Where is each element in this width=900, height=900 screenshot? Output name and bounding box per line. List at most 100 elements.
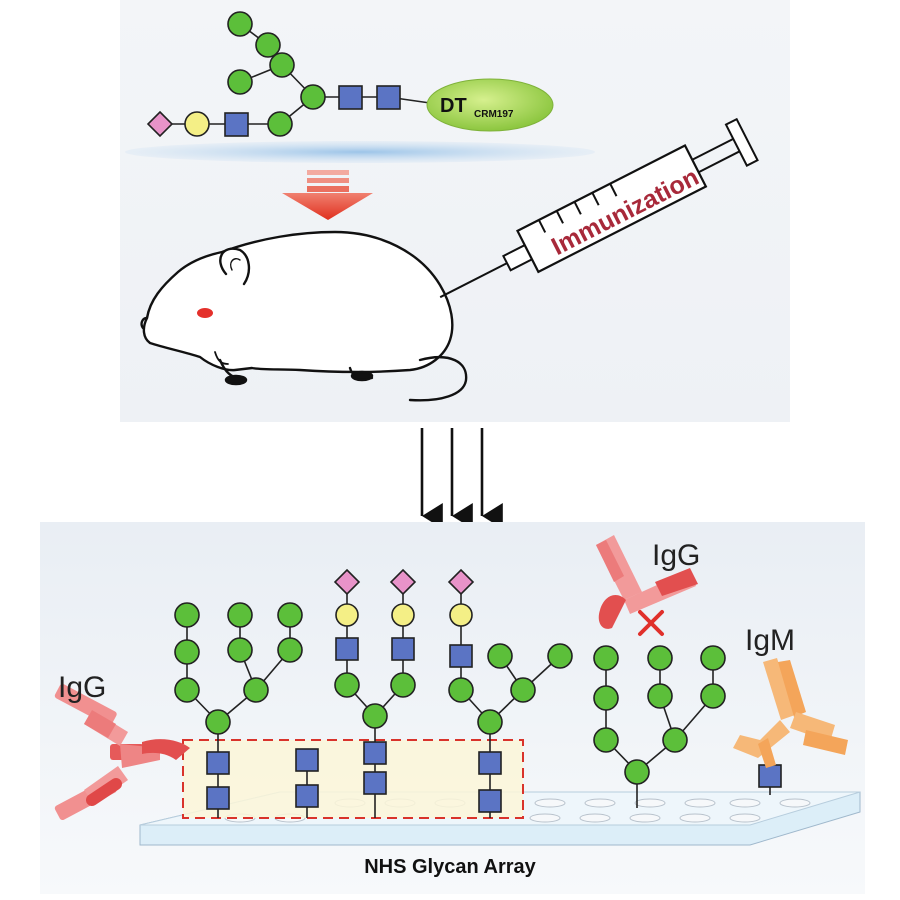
galactose-circle	[449, 603, 473, 627]
array-spot	[529, 813, 561, 823]
mannose-circle	[243, 677, 269, 703]
bottom-panel: IgG IgG IgM NHS Glycan Array	[40, 522, 865, 894]
galactose-circle	[184, 111, 210, 137]
carrier-ellipse	[426, 78, 554, 132]
mannose-circle	[277, 637, 303, 663]
mouse-nose	[140, 316, 149, 330]
glcnac-square	[376, 85, 401, 110]
glycan-icon	[333, 568, 417, 795]
glcnac-square	[206, 786, 230, 810]
array-spot	[684, 798, 716, 808]
antibody-light-chain	[84, 710, 116, 738]
array-spot	[534, 798, 566, 808]
galactose-circle	[335, 603, 359, 627]
syringe-plunger	[698, 149, 742, 174]
glycan-icon	[174, 602, 303, 810]
array-spot	[679, 813, 711, 823]
glycan-icon	[447, 568, 573, 813]
mannose-circle	[477, 709, 503, 735]
mannose-circle	[174, 639, 200, 665]
mannose-circle	[267, 111, 293, 137]
antibody-light-chain	[655, 568, 698, 596]
mannose-circle	[593, 727, 619, 753]
sialic-acid-diamond	[333, 568, 361, 596]
mannose-circle	[300, 84, 326, 110]
syringe-plunger	[691, 137, 736, 161]
mannose-circle	[205, 709, 231, 735]
antibody-arm	[763, 658, 795, 720]
mannose-circle	[255, 32, 281, 58]
antibody-light-chain	[596, 540, 624, 582]
mannose-circle	[647, 645, 673, 671]
carrier-protein: DT CRM197	[426, 78, 554, 132]
array-spot	[629, 813, 661, 823]
antibody-arm	[733, 720, 790, 758]
arrow-icon	[420, 428, 503, 529]
glcnac-square	[363, 741, 387, 765]
mannose-circle	[700, 645, 726, 671]
arrow-icon	[282, 170, 373, 220]
array-spot	[584, 798, 616, 808]
glcnac-square	[224, 112, 249, 137]
mannose-circle	[487, 643, 513, 669]
mouse-ear-inner	[230, 258, 241, 271]
antibody-icon	[84, 710, 190, 806]
sialic-acid-diamond	[447, 568, 475, 596]
top-panel: DT CRM197	[120, 0, 790, 422]
igg-label-right: IgG	[652, 539, 700, 572]
glycan-icon	[295, 748, 319, 808]
mannose-circle	[227, 637, 253, 663]
glcnac-square	[758, 764, 782, 788]
cross-stroke	[638, 610, 664, 636]
mouse-icon	[140, 230, 468, 402]
mannose-circle	[390, 672, 416, 698]
glcnac-square	[449, 644, 473, 668]
syringe-tick	[609, 183, 618, 197]
glycan-conjugate	[146, 11, 431, 138]
array-spot	[729, 813, 761, 823]
galactose-circle	[391, 603, 415, 627]
antibody-fab-tip	[142, 739, 190, 760]
mouse-ear	[219, 247, 251, 286]
cross-icon	[638, 610, 664, 636]
syringe-tick	[555, 210, 564, 224]
mouse-front-leg-2	[214, 351, 229, 365]
mannose-circle	[624, 759, 650, 785]
mannose-circle	[227, 602, 253, 628]
igg-label-left: IgG	[58, 671, 106, 704]
syringe-thumb-rest	[724, 117, 759, 167]
mannose-circle	[593, 685, 619, 711]
mannose-circle	[662, 727, 688, 753]
syringe-tick	[573, 201, 582, 215]
mannose-circle	[227, 69, 253, 95]
antibody-arm	[803, 730, 848, 755]
mannose-circle	[700, 683, 726, 709]
antibody-icon	[596, 535, 698, 629]
mouse-tail	[408, 356, 468, 402]
antibody-arm	[778, 660, 806, 717]
mannose-circle	[334, 672, 360, 698]
glcnac-square	[335, 637, 359, 661]
antibody-fc	[758, 738, 776, 768]
mannose-circle	[277, 602, 303, 628]
arrow-head	[282, 193, 373, 220]
mannose-circle	[448, 677, 474, 703]
glcnac-square	[295, 784, 319, 808]
glycan-icon	[593, 645, 726, 785]
antibody-icon	[733, 658, 848, 768]
mannose-circle	[547, 643, 573, 669]
mannose-circle	[647, 683, 673, 709]
mannose-circle	[362, 703, 388, 729]
syringe-tick	[591, 192, 600, 206]
glcnac-square	[363, 771, 387, 795]
sialic-acid-diamond	[389, 568, 417, 596]
glcnac-square	[206, 751, 230, 775]
igm-label: IgM	[745, 624, 795, 657]
antibody-light-chain	[86, 778, 122, 806]
carrier-subscript: CRM197	[474, 109, 514, 120]
array-spot	[579, 813, 611, 823]
glcnac-square	[391, 637, 415, 661]
syringe-tick	[537, 219, 547, 233]
mannose-circle	[227, 11, 253, 37]
